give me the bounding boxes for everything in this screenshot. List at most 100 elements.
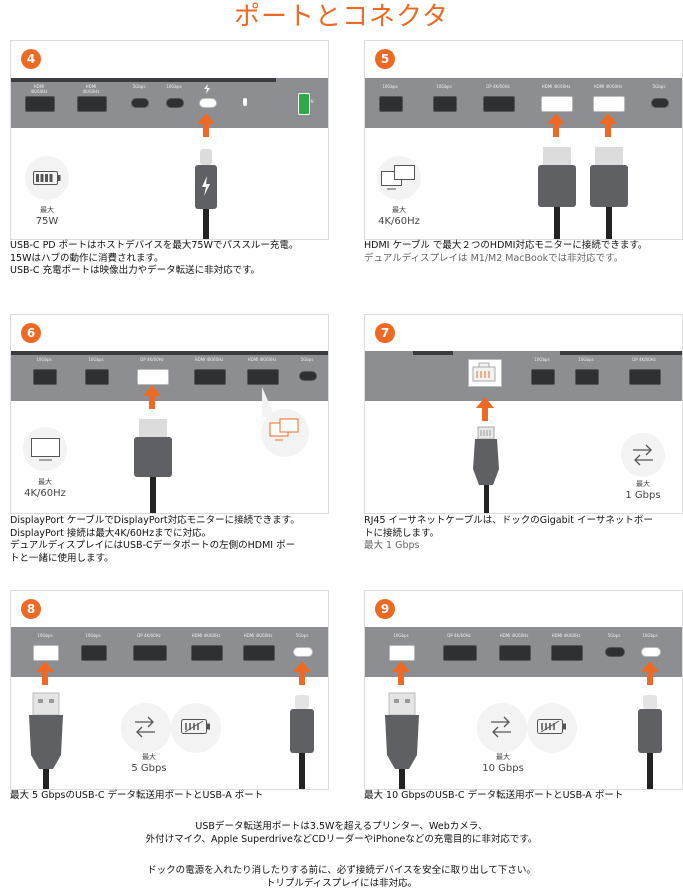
up-arrow-icon <box>293 661 311 685</box>
displayport-port <box>483 96 515 112</box>
up-arrow-icon <box>143 385 161 409</box>
dock-bar: 10Gbps DP 4K/60Hz HDMI 4K/60Hz HDMI 4K/6… <box>365 627 682 677</box>
usb-c-port <box>605 647 625 657</box>
usb-c-port <box>651 98 669 108</box>
hdmi-port <box>541 96 573 112</box>
ethernet-jack-icon <box>472 362 496 382</box>
power-switch <box>298 93 310 115</box>
transfer-arrows-icon <box>633 444 653 466</box>
transfer-arrows-icon <box>491 716 511 738</box>
spec-label: 最大 <box>392 206 406 214</box>
monitor-icon <box>31 438 60 461</box>
hdmi-port <box>194 369 226 385</box>
hdmi-port <box>247 369 279 385</box>
step-badge: 5 <box>375 49 395 69</box>
transfer-arrows-icon <box>135 716 155 738</box>
spec-label: 最大 <box>496 753 510 761</box>
usb-note: USBデータ転送用ポートは3.5Wを超えるプリンター、Webカメラ、 外付けマイ… <box>145 821 538 845</box>
battery-icon <box>33 171 61 185</box>
step-badge: 4 <box>21 49 41 69</box>
spec-label: 最大 <box>142 753 156 761</box>
usb-a-port <box>433 96 457 112</box>
hdmi-port <box>25 96 55 112</box>
up-arrow-icon <box>197 113 215 137</box>
page-title: ポートとコネクタ <box>234 2 449 32</box>
displayport-cable <box>134 419 172 513</box>
step-badge: 8 <box>21 599 41 619</box>
step-badge: 6 <box>21 323 41 343</box>
up-arrow-icon <box>36 661 54 685</box>
hdmi-cable <box>590 147 628 239</box>
usb-a-cable <box>385 692 419 789</box>
panel-usb-10gbps: 9 10Gbps DP 4K/60Hz HDMI 4K/60Hz HDMI 4K… <box>364 590 683 790</box>
spec-label: 最大 <box>636 480 650 488</box>
hdmi-cable <box>538 147 576 239</box>
usb-a-port <box>575 369 599 385</box>
spec-value: 5 Gbps <box>131 763 167 774</box>
dock-bar: 10Gbps 10Gbps DP 4K/60Hz HDMI 4K/60Hz HD… <box>11 351 328 401</box>
usb-a-port <box>33 369 57 385</box>
up-arrow-icon <box>599 113 617 137</box>
panel-displayport: 6 10Gbps 10Gbps DP 4K/60Hz HDMI 4K/60Hz … <box>10 314 329 514</box>
hdmi-port <box>593 96 625 112</box>
hdmi-port <box>191 645 223 661</box>
description-4: USB-C PD ポートはホストデバイスを最大75Wでパススルー充電。 15Wは… <box>10 240 299 276</box>
usb-c-port <box>299 371 317 381</box>
usb-c-port <box>131 98 149 108</box>
spec-value: 4K/60Hz <box>24 488 66 499</box>
dock-bar: 10Gbps 10Gbps DP 4K/60Hz <box>365 351 682 401</box>
up-arrow-icon <box>476 397 494 421</box>
hdmi-port <box>77 96 107 112</box>
spec-label: 最大 <box>38 478 52 486</box>
lightning-icon <box>204 84 210 94</box>
led-indicator <box>243 98 247 106</box>
usb-c-cable <box>290 695 314 789</box>
usb-c-port <box>166 98 184 108</box>
dock-bar: 10Gbps 10Gbps DP 4K/60Hz HDMI 4K/60Hz HD… <box>11 627 328 677</box>
dock-bar: 10Gbps 10Gbps DP 4K/60Hz HDMI 4K/60Hz HD… <box>365 78 682 128</box>
up-arrow-icon <box>641 661 659 685</box>
description-7: RJ45 イーサネットケーブルは、ドックのGigabit イーサネットポー トに… <box>364 515 653 551</box>
usb-a-port <box>81 645 107 661</box>
hdmi-port <box>499 645 531 661</box>
usb-a-port <box>531 369 555 385</box>
hdmi-port <box>243 645 275 661</box>
usb-c-cable <box>638 695 662 789</box>
step-badge: 9 <box>375 599 395 619</box>
spec-value: 10 Gbps <box>482 763 524 774</box>
panel-usb-5gbps: 8 10Gbps 10Gbps DP 4K/60Hz HDMI 4K/60Hz … <box>10 590 329 790</box>
dual-monitor-icon <box>381 165 415 190</box>
usb-a-cable <box>29 692 63 789</box>
up-arrow-icon <box>547 113 565 137</box>
up-arrow-icon <box>392 661 410 685</box>
description-6: DisplayPort ケーブルでDisplayPort対応モニターに接続できま… <box>10 515 300 564</box>
panel-hdmi: 5 10Gbps 10Gbps DP 4K/60Hz HDMI 4K/60Hz … <box>364 40 683 240</box>
battery-icon <box>537 719 566 734</box>
callout-monitor-icon <box>261 387 309 457</box>
displayport-port <box>629 369 661 385</box>
battery-icon <box>181 719 210 734</box>
panel-usb-c-pd: 4 HDMI 4K/60Hz HDMI 4K/60Hz 5Gbps 10Gbps… <box>10 40 329 240</box>
safety-note: ドックの電源を入れたり消したりする前に、必ず接続デバイスを安全に取り出して下さい… <box>147 865 536 889</box>
dock-bar: HDMI 4K/60Hz HDMI 4K/60Hz 5Gbps 10Gbps O… <box>11 78 328 128</box>
usb-a-port <box>33 645 59 661</box>
description-8: 最大 5 GbpsのUSB-C データ転送用ポートとUSB-A ポート <box>10 790 264 801</box>
usb-c-pd-port <box>199 98 217 108</box>
description-9: 最大 10 GbpsのUSB-C データ転送用ポートとUSB-A ポート <box>364 790 624 801</box>
displayport-port <box>443 645 477 661</box>
usb-a-port <box>379 96 403 112</box>
usb-a-port <box>85 369 109 385</box>
displayport-port <box>133 645 167 661</box>
hdmi-port <box>551 645 583 661</box>
spec-label: 最大 <box>40 206 54 214</box>
description-5: HDMI ケーブル で最大２つのHDMI対応モニターに接続できます。 デュアルデ… <box>364 240 648 264</box>
step-badge: 7 <box>375 323 395 343</box>
displayport-port <box>137 369 169 385</box>
panel-ethernet: 7 10Gbps 10Gbps DP 4K/60Hz 最大 1 Gbps <box>364 314 683 514</box>
spec-value: 75W <box>35 216 59 227</box>
spec-value: 1 Gbps <box>625 490 661 501</box>
usb-c-port <box>641 647 661 657</box>
usb-a-port <box>389 645 415 661</box>
usb-c-port <box>293 647 313 657</box>
spec-value: 4K/60Hz <box>378 216 420 227</box>
